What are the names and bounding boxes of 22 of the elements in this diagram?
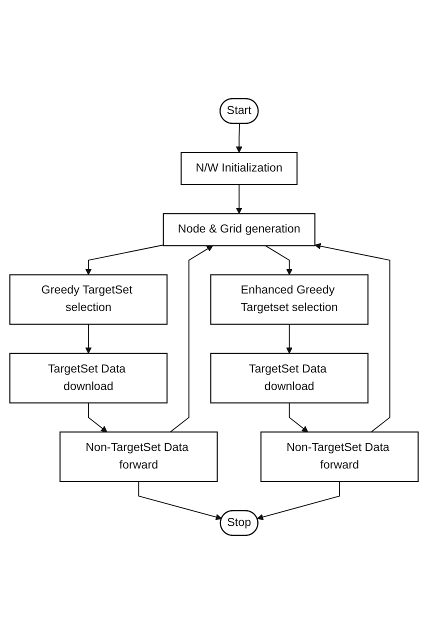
process-box: TargetSet Data download [210,352,368,404]
arrow [88,402,108,432]
arrow [236,123,242,153]
process-box: TargetSet Data download [9,352,168,404]
arrow [288,402,308,432]
process-box: Greedy TargetSet selection [9,274,168,325]
arrow [85,244,164,276]
terminal-box: Stop [220,510,258,536]
arrow [170,245,214,432]
arrow [314,243,390,432]
arrow [264,245,293,276]
arrow [286,324,293,354]
process-box: Non-TargetSet Data forward [60,431,218,482]
process-box: Node & Grid generation [162,213,316,246]
arrow [236,184,242,214]
arrow [256,481,340,520]
arrow [85,324,92,354]
arrow [138,481,222,520]
terminal-box: Start [220,98,259,124]
process-box: Non-TargetSet Data forward [260,431,419,482]
process-box: Enhanced Greedy Targetset selection [210,274,368,325]
process-box: N/W Initialization [180,152,298,186]
